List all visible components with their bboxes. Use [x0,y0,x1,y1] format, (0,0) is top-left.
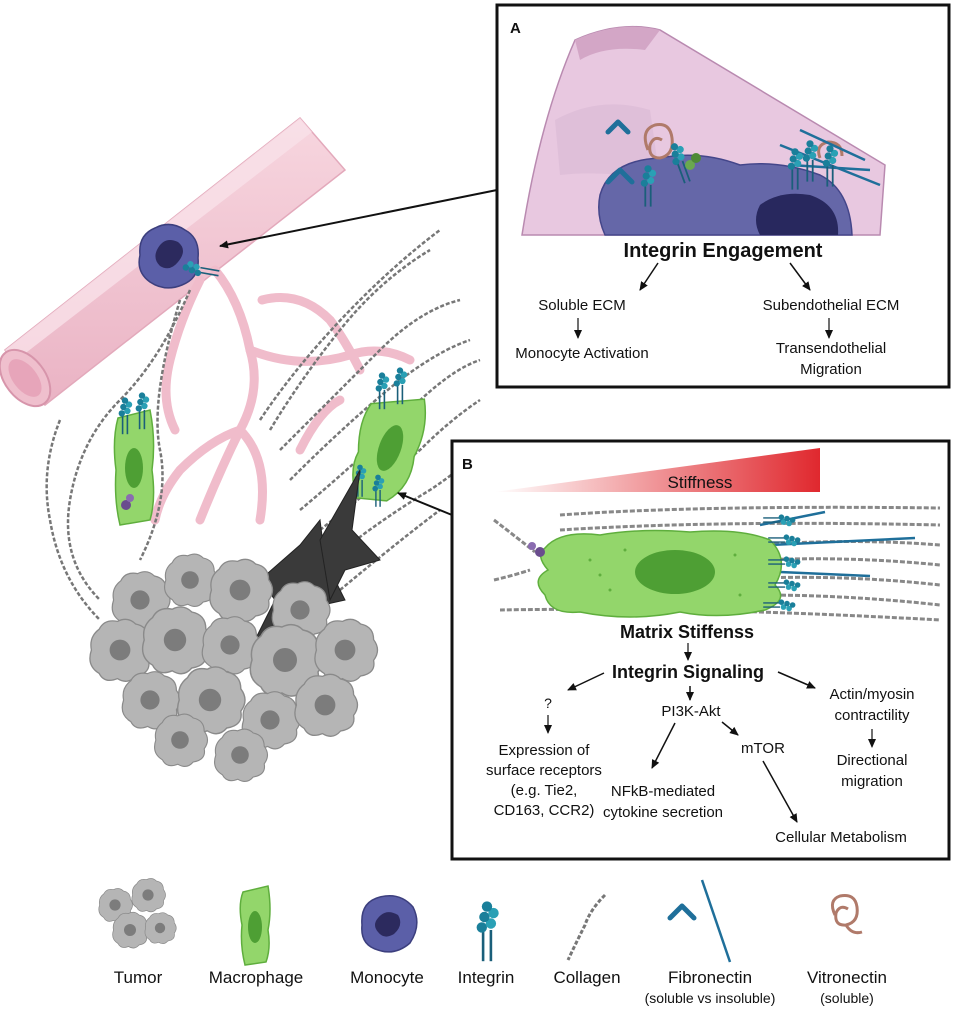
transendothelial-label: Transendothelial [776,340,886,357]
arrow-to-panel-b [397,492,453,516]
legend-tumor-icon [98,878,177,949]
macrophage-right [352,366,427,508]
unknown-mechanism: ? [544,695,552,711]
soluble-fibronectin-icons [605,119,635,185]
legend-soluble-fibronectin-icon [667,903,697,921]
legend-integrin-label: Integrin [458,968,515,987]
integrin-signaling-title: Integrin Signaling [612,662,764,682]
legend-macrophage-label: Macrophage [209,968,304,987]
legend-vitronectin-note: (soluble) [820,990,874,1006]
nfkb-label-2: cytokine secretion [603,804,723,821]
legend-collagen-icon [566,893,607,961]
monocyte-activation-label: Monocyte Activation [515,345,648,362]
actin-myosin-label-1: Actin/myosin [829,686,914,703]
migration-label: Migration [800,361,862,378]
mtor-label: mTOR [741,740,785,757]
vessel-wall-closeup [521,25,886,236]
panel-b-label: B [462,456,473,473]
legend-vitronectin-icon [830,894,863,935]
expression-label-4: CD163, CCR2) [494,802,595,819]
legend-macrophage-icon [239,885,271,966]
pi3k-akt-label: PI3K-Akt [661,703,721,720]
legend: Tumor Macrophage Monocyte Integrin Colla… [98,878,887,1006]
legend-integrin-icon [475,900,501,963]
macrophage-closeup [537,529,783,618]
actin-myosin-label-2: contractility [834,707,910,724]
monocyte-in-vessel [138,223,221,289]
integrin-engagement-title: Integrin Engagement [624,240,823,262]
integrin-cluster-closeup [528,513,802,612]
expression-label-2: surface receptors [486,762,602,779]
integrin-closeup [639,139,839,208]
legend-fibronectin-note: (soluble vs insoluble) [645,990,776,1006]
legend-monocyte-label: Monocyte [350,968,424,987]
expression-label-3: (e.g. Tie2, [511,782,578,799]
stiffness-label: Stiffness [668,473,733,492]
directional-label-1: Directional [837,752,908,769]
directional-label-2: migration [841,773,903,790]
legend-vitronectin-label: Vitronectin [807,968,887,987]
subendothelial-ecm-label: Subendothelial ECM [763,297,900,314]
collagen-fibers-closeup [493,505,941,622]
matrix-stiffness-title: Matrix Stiffenss [620,622,754,642]
legend-tumor-label: Tumor [114,968,163,987]
panel-a: A Integ [495,3,951,389]
legend-fibronectin-label: Fibronectin [668,968,752,987]
expression-label-1: Expression of [499,742,591,759]
macrophage-left [113,391,155,526]
legend-collagen-label: Collagen [553,968,620,987]
panel-b: B Stiffness [450,439,951,861]
cellular-metabolism-label: Cellular Metabolism [775,829,907,846]
stiffness-gradient [494,448,820,492]
legend-monocyte-icon [361,895,418,953]
soluble-ecm-label: Soluble ECM [538,297,626,314]
arrow-to-panel-a [219,189,498,249]
panel-a-label: A [510,20,521,37]
legend-insoluble-fibronectin-icon [700,879,732,963]
nfkb-label-1: NFkB-mediated [611,783,715,800]
